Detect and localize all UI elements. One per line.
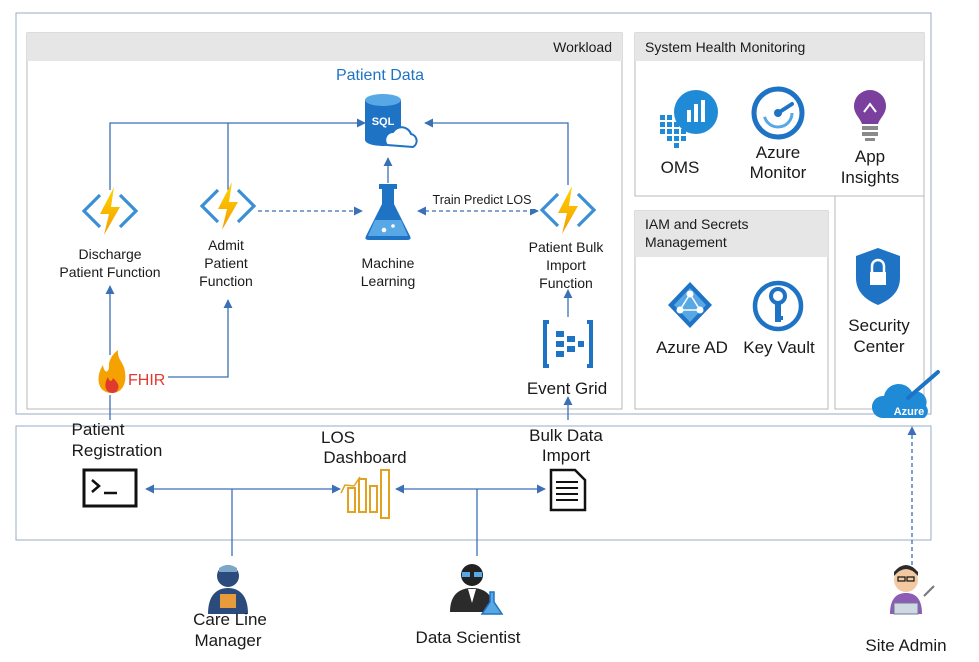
system-health-title: System Health Monitoring xyxy=(645,39,805,55)
shield-icon xyxy=(856,248,900,305)
security-center-label-2: Center xyxy=(853,337,904,356)
gauge-icon xyxy=(751,86,805,140)
sql-label: SQL xyxy=(372,116,395,128)
workload-title: Workload xyxy=(553,39,612,55)
event-grid-icon xyxy=(543,320,593,368)
site-admin-label: Site Admin xyxy=(865,636,946,655)
iam-title-line2: Management xyxy=(645,234,727,250)
sql-database-icon: SQL xyxy=(365,94,418,149)
bulk-import-function-node[interactable]: Patient Bulk Import Function xyxy=(529,186,605,291)
azure-function-icon xyxy=(199,182,257,230)
azure-monitor-label-2: Monitor xyxy=(750,163,807,182)
los-dashboard-label-1: LOS xyxy=(321,428,355,447)
azure-function-icon xyxy=(539,186,597,234)
azure-monitor-node[interactable]: Azure Monitor xyxy=(750,86,807,182)
security-center-node[interactable]: Security Center xyxy=(848,248,910,356)
oms-node[interactable]: OMS xyxy=(660,90,718,177)
document-icon xyxy=(549,468,587,512)
azure-ad-icon xyxy=(668,282,712,328)
app-insights-node[interactable]: App Insights xyxy=(841,90,900,187)
bulk-data-label-1: Bulk Data xyxy=(529,426,603,445)
admit-function-node[interactable]: Admit Patient Function xyxy=(199,182,257,289)
app-insights-label-1: App xyxy=(855,147,885,166)
iam-panel: IAM and Secrets Management xyxy=(634,210,829,410)
site-admin-node[interactable]: Site Admin xyxy=(865,565,947,655)
patient-data-node[interactable]: Patient Data SQL xyxy=(336,67,424,149)
terminal-icon xyxy=(82,468,138,508)
ml-label-1: Machine xyxy=(362,255,415,271)
train-predict-text: Train Predict LOS xyxy=(433,193,532,207)
key-vault-node[interactable]: Key Vault xyxy=(743,280,815,357)
azure-cloud-icon xyxy=(871,370,940,418)
admin-icon xyxy=(890,565,935,615)
bulk-fn-label-3: Function xyxy=(539,275,593,291)
discharge-label-1: Discharge xyxy=(78,246,141,262)
discharge-label-2: Patient Function xyxy=(59,264,160,280)
app-insights-label-2: Insights xyxy=(841,168,900,187)
event-grid-node[interactable]: Event Grid xyxy=(527,320,607,398)
key-icon xyxy=(752,280,804,332)
event-grid-label: Event Grid xyxy=(527,379,607,398)
client-boundary xyxy=(15,425,932,541)
machine-learning-node[interactable]: Machine Learning xyxy=(361,184,416,289)
azure-cloud-badge[interactable]: Azure xyxy=(871,370,940,418)
admit-label-3: Function xyxy=(199,273,253,289)
care-line-label-2: Manager xyxy=(194,631,261,650)
bulk-fn-label-2: Import xyxy=(546,257,586,273)
security-center-label-1: Security xyxy=(848,316,910,335)
admit-label-1: Admit xyxy=(208,237,244,253)
patient-registration-label-1: Patient xyxy=(72,420,125,439)
power-bi-icon xyxy=(340,469,390,519)
connectors xyxy=(105,118,917,565)
bulk-fn-label-1: Patient Bulk xyxy=(529,239,605,255)
flame-icon xyxy=(98,350,126,393)
azure-monitor-label-1: Azure xyxy=(756,143,800,162)
scientist-icon xyxy=(450,564,504,615)
azure-badge-label: Azure xyxy=(894,406,925,418)
azure-function-icon xyxy=(81,187,139,235)
los-dashboard-label-2: Dashboard xyxy=(323,448,406,467)
bulk-data-label-2: Import xyxy=(542,446,590,465)
fhir-node[interactable]: FHIR xyxy=(98,350,166,393)
oms-label: OMS xyxy=(661,158,700,177)
oms-icon xyxy=(660,90,718,148)
bulk-data-import-node[interactable]: Bulk Data Import xyxy=(529,426,603,512)
care-line-manager-node[interactable]: Care Line Manager xyxy=(193,565,267,650)
key-vault-label: Key Vault xyxy=(743,338,815,357)
iam-title-line1: IAM and Secrets xyxy=(645,216,749,232)
train-predict-label: Train Predict LOS xyxy=(427,191,537,209)
care-line-label-1: Care Line xyxy=(193,610,267,629)
discharge-function-node[interactable]: Discharge Patient Function xyxy=(59,187,161,280)
data-scientist-node[interactable]: Data Scientist xyxy=(416,564,521,647)
azure-ad-label: Azure AD xyxy=(656,338,728,357)
patient-registration-label-2: Registration xyxy=(72,441,163,460)
azure-ad-node[interactable]: Azure AD xyxy=(656,282,728,357)
data-scientist-label: Data Scientist xyxy=(416,628,521,647)
ml-label-2: Learning xyxy=(361,273,416,289)
patient-data-title: Patient Data xyxy=(336,67,424,84)
flask-icon xyxy=(365,184,411,240)
admit-label-2: Patient xyxy=(204,255,248,271)
patient-registration-node[interactable]: Patient Registration xyxy=(72,420,163,508)
fhir-label: FHIR xyxy=(128,372,165,389)
lightbulb-icon xyxy=(854,90,886,141)
doctor-icon xyxy=(208,565,248,614)
azure-boundary xyxy=(15,12,932,415)
los-dashboard-node[interactable]: LOS Dashboard xyxy=(321,428,407,519)
